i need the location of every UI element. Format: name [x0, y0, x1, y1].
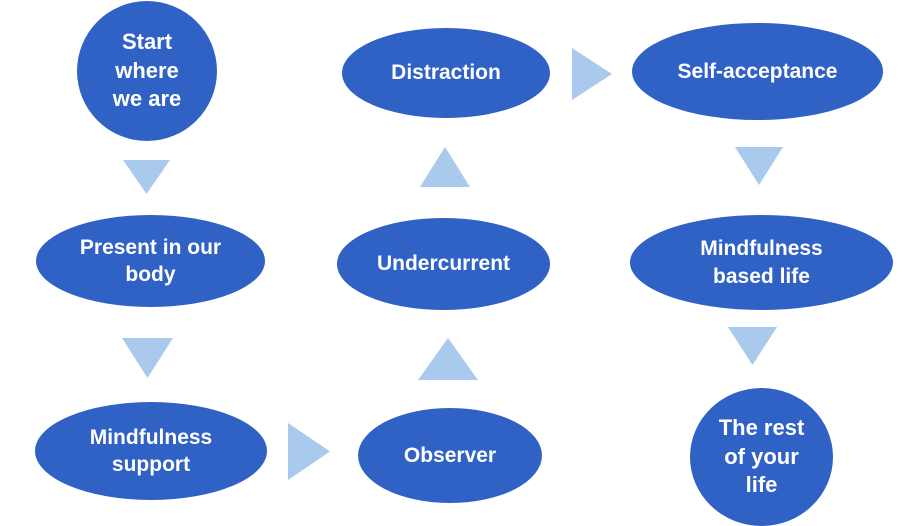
- node-observer: Observer: [358, 408, 542, 503]
- node-self-acceptance: Self-acceptance: [632, 23, 883, 120]
- arrow-up-icon: [420, 147, 470, 187]
- arrow-down-icon: [122, 338, 173, 378]
- node-distraction: Distraction: [342, 28, 550, 118]
- arrow-down-icon: [728, 327, 777, 365]
- node-present-in-our-body: Present in our body: [36, 215, 265, 307]
- node-mindfulness-based-life: Mindfulness based life: [630, 215, 893, 310]
- node-undercurrent: Undercurrent: [337, 218, 550, 310]
- node-start-where-we-are: Start where we are: [77, 1, 217, 141]
- arrow-right-icon: [572, 48, 612, 100]
- node-the-rest-of-your-life: The rest of your life: [690, 388, 833, 526]
- node-mindfulness-support: Mindfulness support: [35, 402, 267, 500]
- arrow-up-icon: [418, 338, 478, 380]
- arrow-down-icon: [735, 147, 783, 185]
- arrow-right-icon: [288, 423, 330, 480]
- arrow-down-icon: [123, 160, 170, 194]
